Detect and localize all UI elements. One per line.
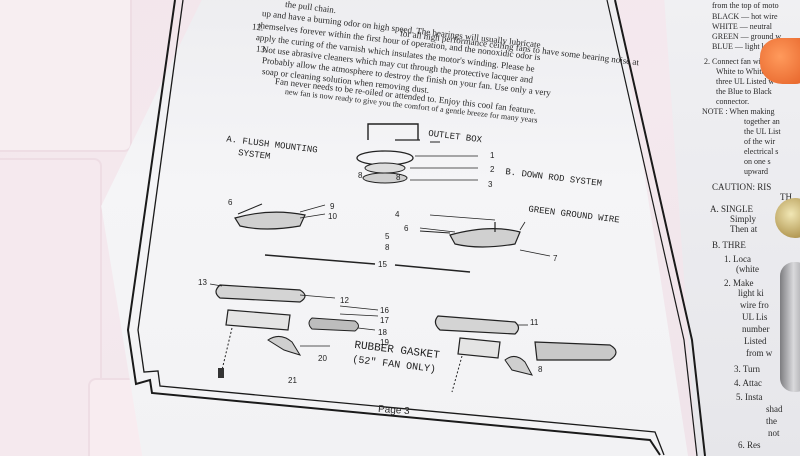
right-text-line: of the wir <box>744 137 776 146</box>
part-number: 18 <box>378 328 387 337</box>
right-text-line: light ki <box>738 288 764 298</box>
right-text-line: upward <box>744 167 768 176</box>
right-text-line: together an <box>744 117 780 126</box>
right-text-line: White to White, E <box>716 67 775 76</box>
part-number: 19 <box>380 338 389 347</box>
instruction-page <box>101 0 691 456</box>
part-number: 8 <box>538 365 543 374</box>
part-number: 17 <box>380 316 389 325</box>
right-text-line: from w <box>746 348 773 358</box>
right-text-line: connector. <box>716 97 750 106</box>
right-text-line: A. SINGLE <box>710 204 753 214</box>
right-text-line: 4. Attac <box>734 378 762 388</box>
right-text-line: number <box>742 324 770 334</box>
right-text-line: wire fro <box>740 300 769 310</box>
right-text-line: NOTE : When making <box>702 107 775 116</box>
part-number: 2 <box>490 165 495 174</box>
right-text-line: three UL Listed w <box>716 77 775 86</box>
part-number: 8 <box>385 243 390 252</box>
part-number: 4 <box>395 210 400 219</box>
part-number: 8 <box>358 171 363 180</box>
part-number: 10 <box>328 212 337 221</box>
right-text-line: from the top of moto <box>712 1 779 10</box>
right-text-line: the Blue to Black <box>716 87 772 96</box>
foam-mat-tile <box>0 160 100 456</box>
part-number: 5 <box>385 232 390 241</box>
right-text-line: CAUTION: RIS <box>712 182 772 192</box>
instruction-number: 12. <box>251 21 264 33</box>
part-number: 1 <box>490 151 495 160</box>
part-number: 21 <box>288 376 297 385</box>
wire-nut-orange <box>760 38 800 84</box>
right-text-line: 2. Make <box>724 278 754 288</box>
right-text-line: 5. Insta <box>736 392 763 402</box>
right-text-line: 2. Connect fan wires t <box>704 57 775 66</box>
right-text-line: TH <box>780 192 792 202</box>
right-text-line: BLACK — hot wire <box>712 12 778 21</box>
part-number: 15 <box>378 260 387 269</box>
foam-mat-tile <box>0 0 130 150</box>
right-text-line: the UL List <box>744 127 781 136</box>
brass-fitting <box>775 198 800 238</box>
right-text-line: Simply <box>730 214 757 224</box>
right-text-line: 6. Res <box>738 440 761 450</box>
right-text-line: on one s <box>744 157 771 166</box>
instruction-number: 13. <box>255 43 268 55</box>
part-number: 9 <box>330 202 335 211</box>
chrome-fitting <box>780 262 800 392</box>
page-number: Page 3 <box>377 403 411 418</box>
right-text-line: WHITE — neutral <box>712 22 772 31</box>
right-text-line: 1. Loca <box>724 254 751 264</box>
right-text-line: (white <box>736 264 759 274</box>
part-number: 3 <box>488 180 493 189</box>
right-text-line: Then at <box>730 224 758 234</box>
right-text-line: shad <box>766 404 783 414</box>
part-number: 6 <box>404 224 409 233</box>
right-text-line: GREEN — ground w <box>712 32 782 41</box>
part-number: 6 <box>228 198 233 207</box>
right-text-line: the <box>766 416 777 426</box>
part-number: 7 <box>553 254 558 263</box>
part-number: 12 <box>340 296 349 305</box>
part-number: 16 <box>380 306 389 315</box>
part-number: 20 <box>318 354 327 363</box>
part-number: 11 <box>530 318 539 327</box>
right-text-line: not <box>768 428 780 438</box>
right-text-line: UL Lis <box>742 312 768 322</box>
right-text-line: 3. Turn <box>734 364 761 374</box>
part-number: 13 <box>198 278 207 287</box>
right-text-line: electrical s <box>744 147 779 156</box>
right-text-line: BLUE — light kit <box>712 42 770 51</box>
right-text-line: B. THRE <box>712 240 746 250</box>
right-text-line: Listed <box>744 336 767 346</box>
part-number: 8 <box>396 173 401 182</box>
